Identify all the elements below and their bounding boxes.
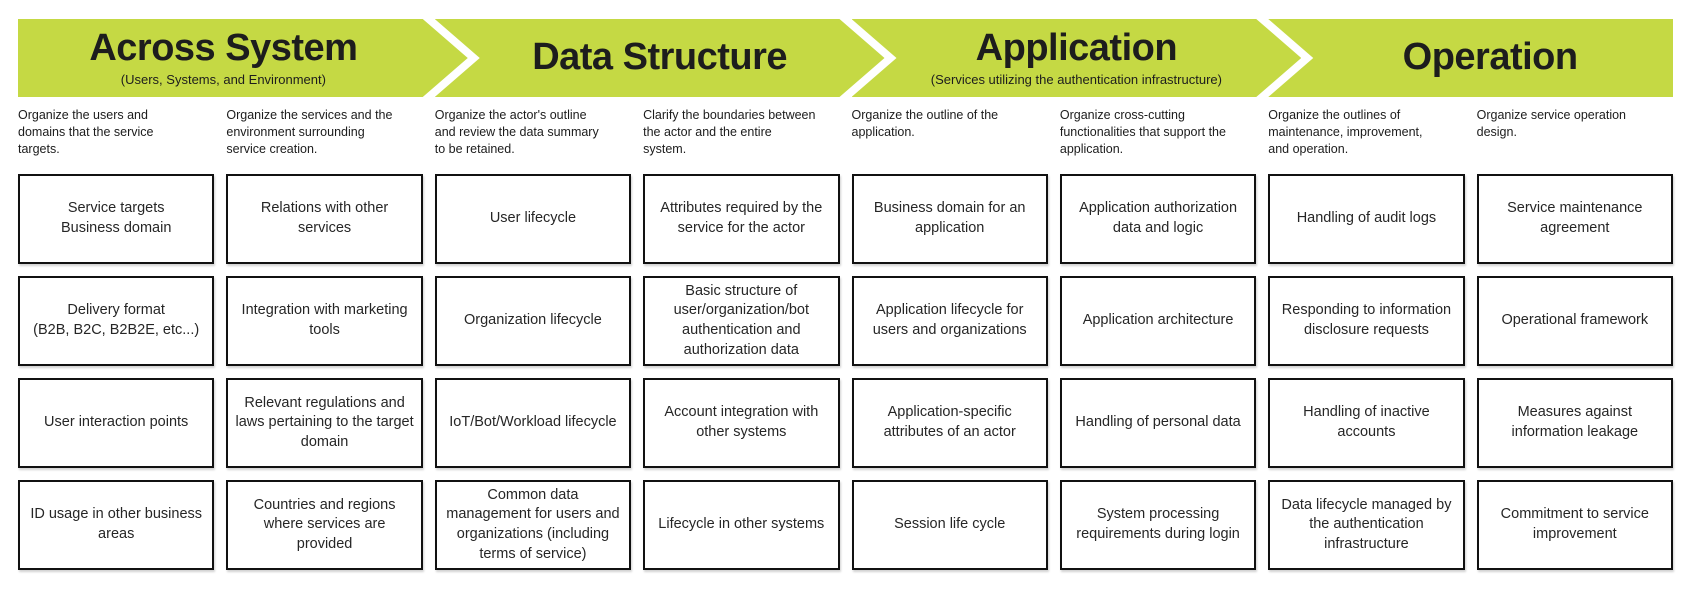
column-description: Organize the services and the environmen… xyxy=(226,108,393,156)
phase-title: Across System xyxy=(89,27,358,70)
phase-band-data-structure: Data Structure xyxy=(435,19,885,97)
topic-column-4: Attributes required by the service for t… xyxy=(643,174,840,570)
topic-box: Organization lifecycle xyxy=(434,276,632,366)
topic-box: Lifecycle in other systems xyxy=(643,480,840,570)
topic-box: System processing requirements during lo… xyxy=(1059,480,1257,570)
topic-box: Data lifecycle managed by the authentica… xyxy=(1268,480,1465,570)
topic-box: Account integration with other systems xyxy=(643,378,840,468)
phase-band-operation: Operation xyxy=(1268,19,1673,97)
topic-box: Common data management for users and org… xyxy=(434,480,632,570)
phase-band-across-system: Across System (Users, Systems, and Envir… xyxy=(18,19,468,97)
phase-band-application: Application (Services utilizing the auth… xyxy=(852,19,1302,97)
phase-band-row: Across System (Users, Systems, and Envir… xyxy=(18,19,1673,97)
topic-box: Application architecture xyxy=(1059,276,1257,366)
description-row: Organize the users and domains that the … xyxy=(18,107,1673,174)
phase-subtitle: (Services utilizing the authentication i… xyxy=(930,71,1222,87)
topic-box: Operational framework xyxy=(1476,276,1673,366)
topic-box: Delivery format (B2B, B2C, B2B2E, etc...… xyxy=(18,276,215,366)
topic-column-2: Relations with other services Integratio… xyxy=(226,174,423,570)
column-description: Organize the outlines of maintenance, im… xyxy=(1268,108,1423,156)
column-description: Organize the outline of the application. xyxy=(851,108,999,139)
topic-column-7: Handling of audit logs Responding to inf… xyxy=(1268,174,1465,570)
topic-box: Commitment to service improvement xyxy=(1476,480,1673,570)
topic-box: Measures against information leakage xyxy=(1476,378,1673,468)
topic-box: Relations with other services xyxy=(226,174,423,264)
topic-box: Service targets Business domain xyxy=(18,174,215,264)
phase-title: Application xyxy=(975,27,1178,70)
topic-box: Handling of inactive accounts xyxy=(1268,378,1465,468)
topic-box: IoT/Bot/Workload lifecycle xyxy=(434,378,632,468)
topic-box: Countries and regions where services are… xyxy=(226,480,423,570)
topic-box: Application-specific attributes of an ac… xyxy=(851,378,1048,468)
topic-box: Responding to information disclosure req… xyxy=(1268,276,1465,366)
topic-box: Integration with marketing tools xyxy=(226,276,423,366)
topic-box: Business domain for an application xyxy=(851,174,1048,264)
topic-box: Application lifecycle for users and orga… xyxy=(851,276,1048,366)
topic-box: User interaction points xyxy=(18,378,215,468)
topic-box: Application authorization data and logic xyxy=(1059,174,1257,264)
topic-box: Basic structure of user/organization/bot… xyxy=(643,276,840,366)
topic-box-grid: Service targets Business domain Delivery… xyxy=(18,174,1673,570)
column-description: Organize cross-cutting functionalities t… xyxy=(1059,108,1226,156)
phase-title: Operation xyxy=(1402,36,1578,79)
phase-title: Data Structure xyxy=(532,36,788,79)
topic-column-8: Service maintenance agreement Operationa… xyxy=(1476,174,1673,570)
phase-subtitle: (Users, Systems, and Environment) xyxy=(120,71,326,87)
topic-box: Attributes required by the service for t… xyxy=(643,174,840,264)
topic-box: User lifecycle xyxy=(434,174,632,264)
topic-box: Session life cycle xyxy=(851,480,1048,570)
topic-box: ID usage in other business areas xyxy=(18,480,215,570)
column-description: Organize service operation design. xyxy=(1476,108,1627,139)
topic-column-6: Application authorization data and logic… xyxy=(1059,174,1257,570)
topic-box: Relevant regulations and laws pertaining… xyxy=(226,378,423,468)
column-description: Clarify the boundaries between the actor… xyxy=(643,108,816,156)
topic-box: Service maintenance agreement xyxy=(1476,174,1673,264)
topic-box: Handling of personal data xyxy=(1059,378,1257,468)
topic-column-3: User lifecycle Organization lifecycle Io… xyxy=(434,174,632,570)
topic-column-5: Business domain for an application Appli… xyxy=(851,174,1048,570)
column-description: Organize the users and domains that the … xyxy=(18,108,154,156)
topic-column-1: Service targets Business domain Delivery… xyxy=(18,174,215,570)
topic-box: Handling of audit logs xyxy=(1268,174,1465,264)
column-description: Organize the actor's outline and review … xyxy=(434,108,599,156)
